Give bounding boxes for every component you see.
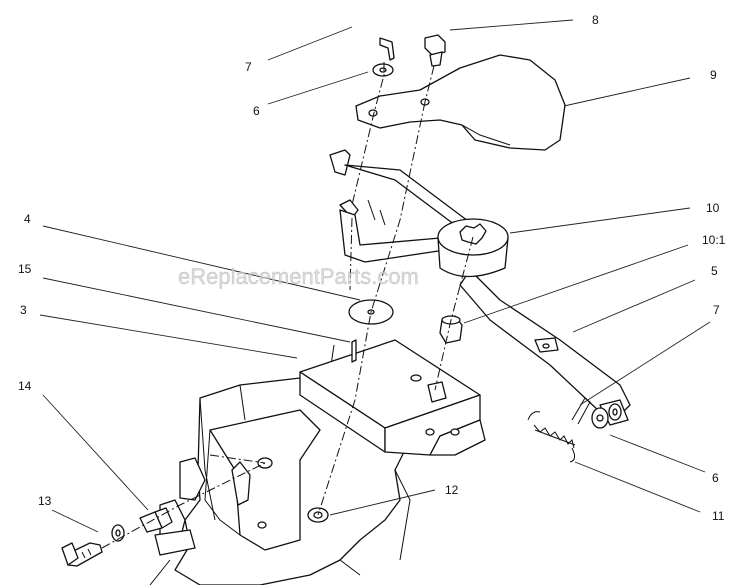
callout-14: 14 [18, 379, 32, 393]
callout-5: 5 [711, 264, 718, 278]
washer-part-13 [111, 524, 125, 542]
leader-lines [39, 19, 711, 533]
callout-7-top: 7 [245, 60, 252, 74]
callout-8: 8 [592, 13, 599, 27]
callout-6-right: 6 [712, 471, 719, 485]
callout-7-right: 7 [713, 303, 720, 317]
pedal-plate-part-9 [355, 54, 566, 151]
washer-part-6-right [591, 407, 609, 429]
callout-6-top: 6 [253, 104, 260, 118]
pin-part-15 [351, 339, 357, 363]
cotter-pin-part-7-right [571, 397, 591, 425]
lower-nut-on-bracket [427, 381, 447, 403]
callout-15: 15 [18, 262, 32, 276]
callout-11: 11 [712, 509, 725, 523]
callout-3: 3 [20, 303, 27, 317]
mounting-bracket-part-3 [299, 339, 486, 456]
pedal-arm-part-5 [329, 149, 631, 426]
cotter-pin-part-7-top [379, 37, 395, 61]
spring-part-11 [527, 411, 576, 463]
washer-part-6-top [372, 63, 394, 77]
bolt-axis-line [101, 462, 266, 549]
callout-10-1: 10:1 [702, 233, 726, 247]
hub-collar-part-10 [437, 218, 509, 278]
callout-4: 4 [24, 212, 31, 226]
bolt-part-13 [61, 542, 103, 567]
callout-12: 12 [445, 483, 459, 497]
callout-labels: 8 7 9 6 10 4 10:1 15 5 3 7 14 6 13 12 11 [18, 13, 726, 523]
bolt-part-8 [424, 34, 446, 67]
callout-13: 13 [38, 494, 52, 508]
watermark-text: eReplacementParts.com [178, 264, 419, 289]
callout-9: 9 [710, 68, 717, 82]
lower-bracket [154, 409, 321, 556]
assembly-axis-lines [209, 62, 474, 516]
callout-10: 10 [706, 201, 720, 215]
nut-part-14 [139, 507, 173, 533]
